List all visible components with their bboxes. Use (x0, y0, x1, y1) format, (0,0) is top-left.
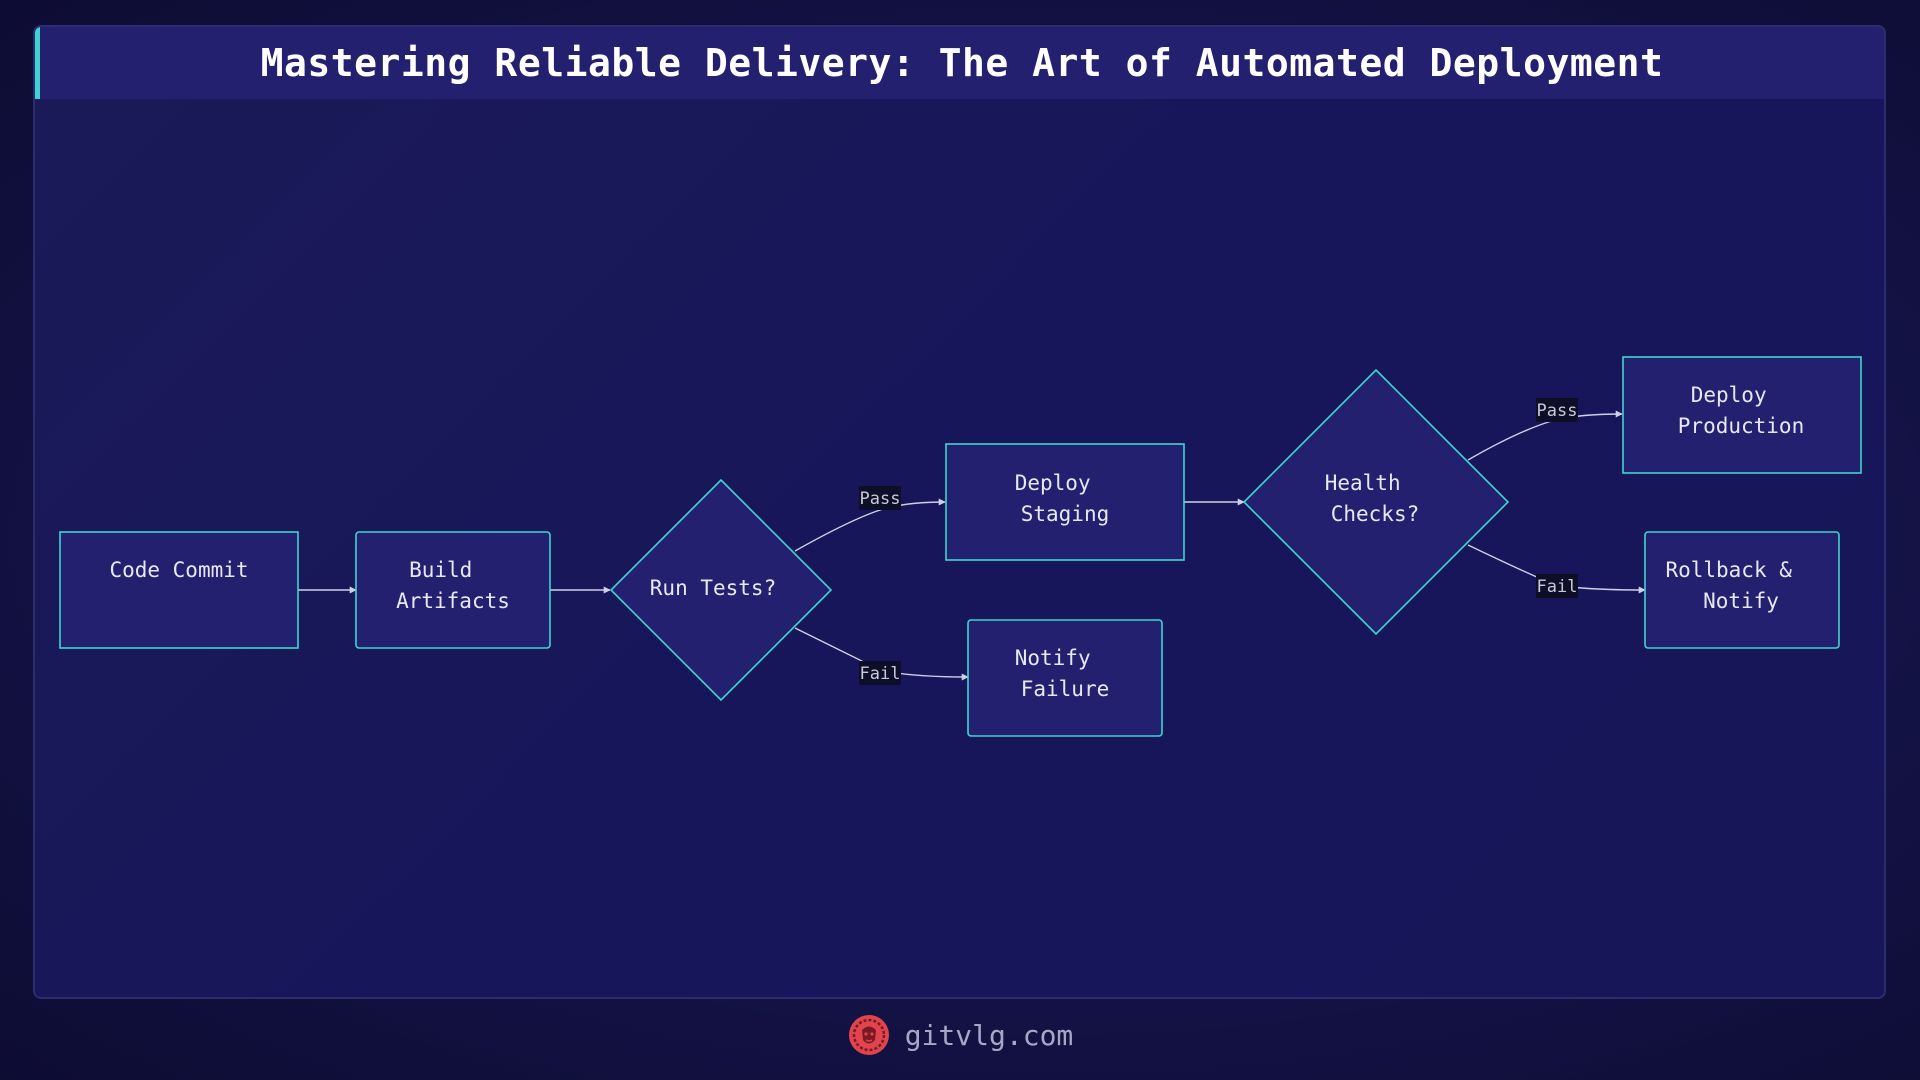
lion-logo-icon (848, 1015, 889, 1055)
process-box (59, 531, 299, 649)
svg-text:Deploy Staging: Deploy Staging (1015, 471, 1110, 526)
edge-label-bg (1536, 398, 1578, 422)
process-box (945, 443, 1185, 561)
node-label-line: Deploy (1691, 383, 1767, 407)
node-label-line: Build (409, 558, 472, 582)
footer-site-link[interactable]: gitvlg.com (904, 1018, 1074, 1052)
node-label-line: Artifacts (396, 589, 510, 613)
node-deploy-staging: Deploy Staging (945, 443, 1185, 561)
svg-text:Deploy Production: Deploy Production (1678, 383, 1804, 438)
node-deploy-production: Deploy Production (1622, 356, 1862, 474)
diagram-frame: Mastering Reliable Delivery: The Art of … (33, 25, 1886, 999)
title-bar: Mastering Reliable Delivery: The Art of … (35, 27, 1884, 99)
process-box (355, 531, 551, 649)
node-label-line: Code Commit (109, 558, 248, 582)
page-title: Mastering Reliable Delivery: The Art of … (260, 41, 1664, 85)
edge-label-tests-fail: Fail (859, 661, 901, 685)
node-build-artifacts: Build Artifacts (355, 531, 551, 649)
node-health-checks: Health Checks? (1242, 368, 1510, 636)
node-code-commit: Code Commit (59, 531, 299, 649)
svg-text:Build Artifacts: Build Artifacts (396, 558, 510, 613)
svg-text:Rollback & Notify: Rollback & Notify (1665, 558, 1804, 613)
node-label-line: Notify (1015, 646, 1091, 670)
svg-text:Health Checks?: Health Checks? (1325, 471, 1420, 526)
edge-label: Pass (860, 489, 901, 509)
node-label-line: Notify (1703, 589, 1779, 613)
edge-label-bg (859, 661, 901, 685)
footer: gitvlg.com (0, 1010, 1920, 1060)
node-label-line: Checks? (1331, 502, 1420, 526)
edge-label: Fail (1537, 577, 1578, 597)
node-label-line: Run Tests? (650, 576, 776, 600)
node-label-line: Health (1325, 471, 1401, 495)
process-box (1644, 531, 1840, 649)
svg-text:Notify Failure: Notify Failure (1015, 646, 1110, 701)
decision-diamond (609, 478, 833, 702)
edge-label-bg (859, 486, 901, 510)
decision-diamond (1242, 368, 1510, 636)
node-notify-failure: Notify Failure (967, 619, 1163, 737)
node-label-line: Rollback & (1665, 558, 1792, 582)
node-run-tests: Run Tests? (609, 478, 833, 702)
node-label-line: Production (1678, 414, 1804, 438)
process-box (1622, 356, 1862, 474)
edge-label: Pass (1537, 401, 1578, 421)
edge-label-health-pass: Pass (1536, 398, 1578, 422)
node-label-line: Deploy (1015, 471, 1091, 495)
svg-text:Code Commit: Code Commit (109, 558, 248, 582)
edge-label-health-fail: Fail (1536, 574, 1578, 598)
process-box (967, 619, 1163, 737)
edge-label-bg (1536, 574, 1578, 598)
edge-label-tests-pass: Pass (859, 486, 901, 510)
node-label-line: Failure (1021, 677, 1110, 701)
node-label-line: Staging (1021, 502, 1110, 526)
edge-label: Fail (860, 664, 901, 684)
node-rollback-notify: Rollback & Notify (1644, 531, 1840, 649)
edge-tests-pass (794, 498, 946, 552)
svg-text:Run Tests?: Run Tests? (650, 576, 776, 600)
